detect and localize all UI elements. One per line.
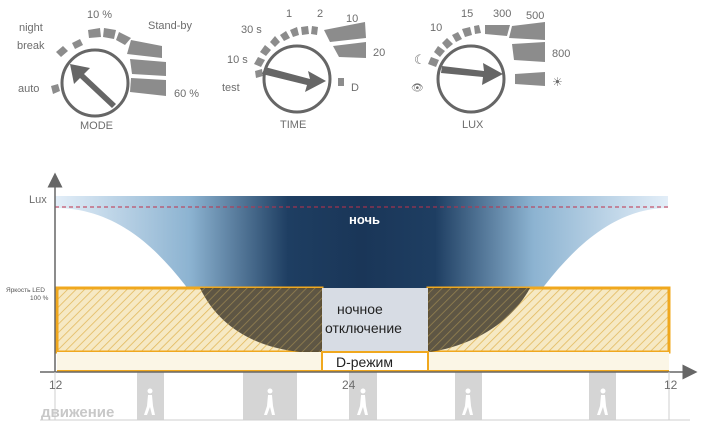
walker-icon: [357, 388, 368, 415]
time-label-30s: 30 s: [241, 24, 262, 36]
mode-segment: [103, 28, 116, 39]
time-label-20: 20: [373, 47, 385, 59]
mode-segment: [72, 39, 83, 49]
time-segment: [254, 57, 265, 67]
time-label-test: test: [222, 82, 240, 94]
x-tick-12-left: 12: [49, 378, 63, 392]
lux-label-300: 300: [493, 8, 511, 20]
time-segment: [301, 26, 309, 35]
lux-segment: [515, 72, 545, 86]
time-segment: [311, 26, 318, 35]
lux-label-800: 800: [552, 48, 570, 60]
time-label-2: 2: [317, 8, 323, 20]
mode-label-auto: auto: [18, 83, 39, 95]
lux-segment: [462, 27, 472, 37]
lux-label-15: 15: [461, 8, 473, 20]
time-label-10s: 10 s: [227, 54, 248, 66]
mode-segment: [116, 32, 131, 45]
time-segment: [324, 22, 366, 42]
time-segment: [280, 31, 290, 41]
mode-dial[interactable]: night break 10 % Stand-by auto 60 % MODE: [17, 9, 199, 132]
night-off-label-1: ночное: [337, 301, 383, 317]
mode-knob[interactable]: [60, 48, 130, 118]
mode-label-standby: Stand-by: [148, 20, 193, 32]
mode-label-60pct: 60 %: [174, 88, 199, 100]
time-label-d: D: [351, 82, 359, 94]
lux-knob[interactable]: [436, 44, 506, 114]
d-mode-label: D-режим: [336, 354, 393, 370]
eye-icon: 👁: [411, 83, 424, 94]
walker-icon: [597, 388, 608, 415]
lux-dial[interactable]: 10 15 300 500 800 ☾ ☀ 👁 LUX: [411, 8, 570, 131]
y-label-led-1: Яркость LED: [6, 287, 45, 294]
time-arrow-icon: [262, 67, 326, 92]
time-segment: [260, 45, 271, 56]
mode-label-10pct: 10 %: [87, 9, 112, 21]
time-dial-title: TIME: [280, 119, 306, 131]
overlap-right: [428, 288, 530, 352]
lux-segment: [474, 25, 481, 34]
night-label: ночь: [349, 212, 380, 227]
sun-icon: ☀: [552, 75, 563, 89]
time-segment: [338, 78, 344, 86]
walker-icon: [462, 388, 473, 415]
mode-dial-title: MODE: [80, 120, 113, 132]
motion-label: движение: [41, 404, 114, 421]
time-segment: [255, 69, 263, 78]
lux-label-10: 10: [430, 22, 442, 34]
mode-segment: [130, 78, 166, 96]
y-label-lux: Lux: [29, 194, 47, 206]
time-segment: [270, 36, 280, 47]
mode-arrow-icon: [70, 64, 116, 108]
mode-segment: [88, 28, 101, 38]
moon-icon: ☾: [414, 52, 426, 67]
lux-segment: [512, 42, 545, 62]
x-tick-12-right: 12: [664, 378, 678, 392]
time-segment: [290, 27, 299, 37]
walker-icon: [144, 388, 155, 415]
lux-label-500: 500: [526, 10, 544, 22]
walker-icon: [264, 388, 275, 415]
night-off-box: [322, 288, 428, 352]
mode-segment: [51, 84, 60, 94]
time-label-10: 10: [346, 13, 358, 25]
lux-segment: [428, 57, 439, 67]
mode-segment: [56, 46, 68, 57]
mode-segment: [127, 40, 162, 58]
timeline-diagram: Lux Яркость LED 100 % ночь ночное отключ…: [6, 172, 698, 421]
lux-dial-title: LUX: [462, 119, 484, 131]
night-off-label-2: отключение: [325, 320, 402, 336]
lux-arrow-icon: [441, 63, 503, 85]
mode-label-break: break: [17, 40, 45, 52]
y-label-led-2: 100 %: [30, 295, 49, 302]
mode-label-night: night: [19, 22, 43, 34]
lux-segment: [452, 32, 462, 42]
lux-segment: [509, 22, 545, 40]
lux-segment: [442, 38, 453, 49]
time-label-1: 1: [286, 8, 292, 20]
time-segment: [333, 42, 366, 58]
overlap-left: [200, 288, 322, 352]
lux-segment: [485, 25, 510, 36]
x-tick-24: 24: [342, 378, 356, 392]
time-dial[interactable]: 30 s 1 2 10 20 10 s test D TIME: [222, 8, 385, 131]
lux-segment: [434, 46, 445, 57]
mode-segment: [130, 59, 166, 76]
